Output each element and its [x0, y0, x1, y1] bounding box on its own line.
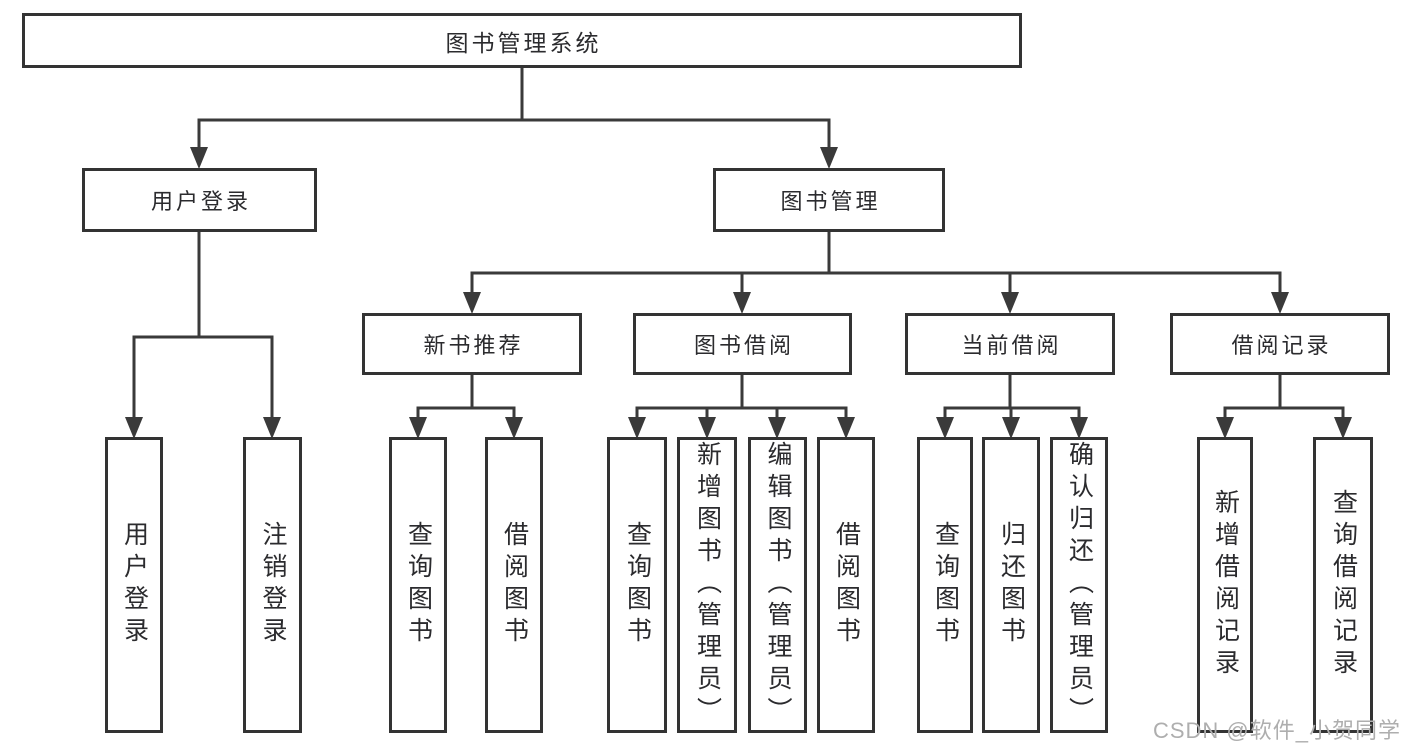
leaf-return-books: 归还图书 — [982, 437, 1040, 733]
node-user-login: 用户登录 — [82, 168, 317, 232]
leaf-logout-label: 注销登录 — [259, 521, 287, 649]
leaf-borrow-books-newrec-label: 借阅图书 — [500, 521, 529, 649]
wire-new-book — [416, 375, 516, 419]
leaf-logout: 注销登录 — [243, 437, 302, 733]
node-borrow-record-label: 借阅记录 — [1231, 333, 1332, 358]
leaf-add-borrow-record-label: 新增借阅记录 — [1211, 489, 1240, 681]
csdn-watermark: CSDN @软件_小贺同学 — [1152, 718, 1401, 743]
leaf-query-books-borrow-label: 查询图书 — [623, 521, 652, 649]
leaf-query-borrow-record: 查询借阅记录 — [1313, 437, 1373, 733]
node-new-book-recommend-label: 新书推荐 — [423, 333, 524, 358]
leaf-query-books-newrec: 查询图书 — [389, 437, 447, 733]
node-library-system-label: 图书管理系统 — [445, 29, 602, 56]
leaf-edit-books-admin-label: 编辑图书（管理员） — [764, 441, 792, 729]
node-user-login-label: 用户登录 — [150, 189, 251, 214]
leaf-borrow-books-newrec: 借阅图书 — [485, 437, 543, 733]
wire-current-borrow — [943, 375, 1081, 419]
leaf-query-borrow-record-label: 查询借阅记录 — [1329, 489, 1358, 681]
node-library-system: 图书管理系统 — [22, 13, 1022, 68]
leaf-add-books-admin-label: 新增图书（管理员） — [693, 441, 722, 729]
leaf-confirm-return-admin-label: 确认归还（管理员） — [1065, 441, 1094, 729]
leaf-query-books-current-label: 查询图书 — [931, 521, 960, 649]
wire-book-management — [470, 232, 1282, 295]
node-borrow-record: 借阅记录 — [1170, 313, 1390, 375]
leaf-query-books-current: 查询图书 — [917, 437, 973, 733]
node-book-management-label: 图书管理 — [780, 189, 881, 214]
node-current-borrow: 当前借阅 — [905, 313, 1115, 375]
leaf-user-login: 用户登录 — [105, 437, 163, 733]
leaf-borrow-books: 借阅图书 — [817, 437, 875, 733]
leaf-return-books-label: 归还图书 — [997, 521, 1026, 649]
node-book-borrow-label: 图书借阅 — [693, 333, 794, 358]
node-book-management: 图书管理 — [713, 168, 945, 232]
wire-root — [197, 68, 831, 148]
node-current-borrow-label: 当前借阅 — [961, 333, 1062, 358]
leaf-confirm-return-admin: 确认归还（管理员） — [1050, 437, 1108, 733]
leaf-add-books-admin: 新增图书（管理员） — [677, 437, 737, 733]
leaf-edit-books-admin: 编辑图书（管理员） — [748, 437, 807, 733]
node-new-book-recommend: 新书推荐 — [362, 313, 582, 375]
leaf-add-borrow-record: 新增借阅记录 — [1197, 437, 1253, 733]
wire-borrow-record — [1223, 375, 1345, 419]
leaf-query-books-borrow: 查询图书 — [607, 437, 667, 733]
leaf-borrow-books-label: 借阅图书 — [832, 521, 861, 649]
leaf-user-login-label: 用户登录 — [120, 521, 149, 649]
node-book-borrow: 图书借阅 — [633, 313, 852, 375]
wire-user-login — [132, 232, 274, 419]
wire-book-borrow — [635, 375, 848, 419]
leaf-query-books-newrec-label: 查询图书 — [404, 521, 433, 649]
